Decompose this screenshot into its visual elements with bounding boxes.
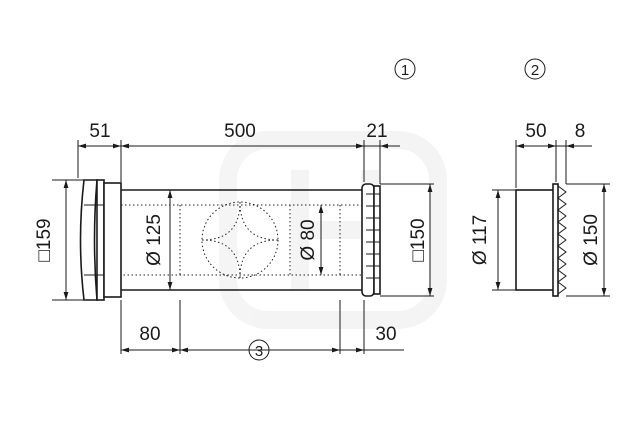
part3-marker: 3 (248, 339, 270, 361)
dim-right-offset: 30 (375, 324, 396, 345)
right-cap (361, 183, 381, 297)
dim-left-offset: 80 (139, 324, 160, 345)
part2-marker-label: 2 (531, 62, 539, 79)
tube-body (120, 189, 365, 291)
dim-tube-length: 500 (224, 121, 256, 142)
part2-marker: 2 (524, 58, 546, 80)
dim-part2-flange: 8 (575, 121, 586, 142)
dim-grille-square: □159 (34, 218, 55, 261)
part2-body (515, 183, 567, 297)
dim-left-grille-depth: 51 (89, 121, 110, 142)
dim-part2-outer-diameter: Ø 150 (581, 214, 602, 266)
part2-vertical-dimensions (492, 183, 610, 297)
part1-marker-label: 1 (401, 62, 409, 79)
inner-diameter-dimensions (167, 190, 324, 290)
part1-marker: 1 (394, 58, 416, 80)
dim-part2-inner-diameter: Ø 117 (470, 215, 491, 265)
dim-inner-diameter: Ø 80 (298, 219, 319, 260)
left-height-dimension (52, 179, 84, 301)
left-grille (79, 179, 122, 301)
dim-part2-depth: 50 (525, 121, 546, 142)
fan-symbol (201, 201, 279, 279)
dim-right-cap-depth: 21 (366, 121, 387, 142)
part3-marker-label: 3 (255, 343, 263, 360)
dim-cap-square: □150 (408, 218, 429, 261)
watermark-logo (219, 131, 447, 329)
bottom-dimensions (120, 300, 404, 354)
dim-tube-diameter: Ø 125 (144, 214, 165, 266)
right-height-dimension (380, 183, 434, 297)
part2-top-dimensions (515, 140, 592, 188)
top-dimensions (77, 140, 400, 184)
